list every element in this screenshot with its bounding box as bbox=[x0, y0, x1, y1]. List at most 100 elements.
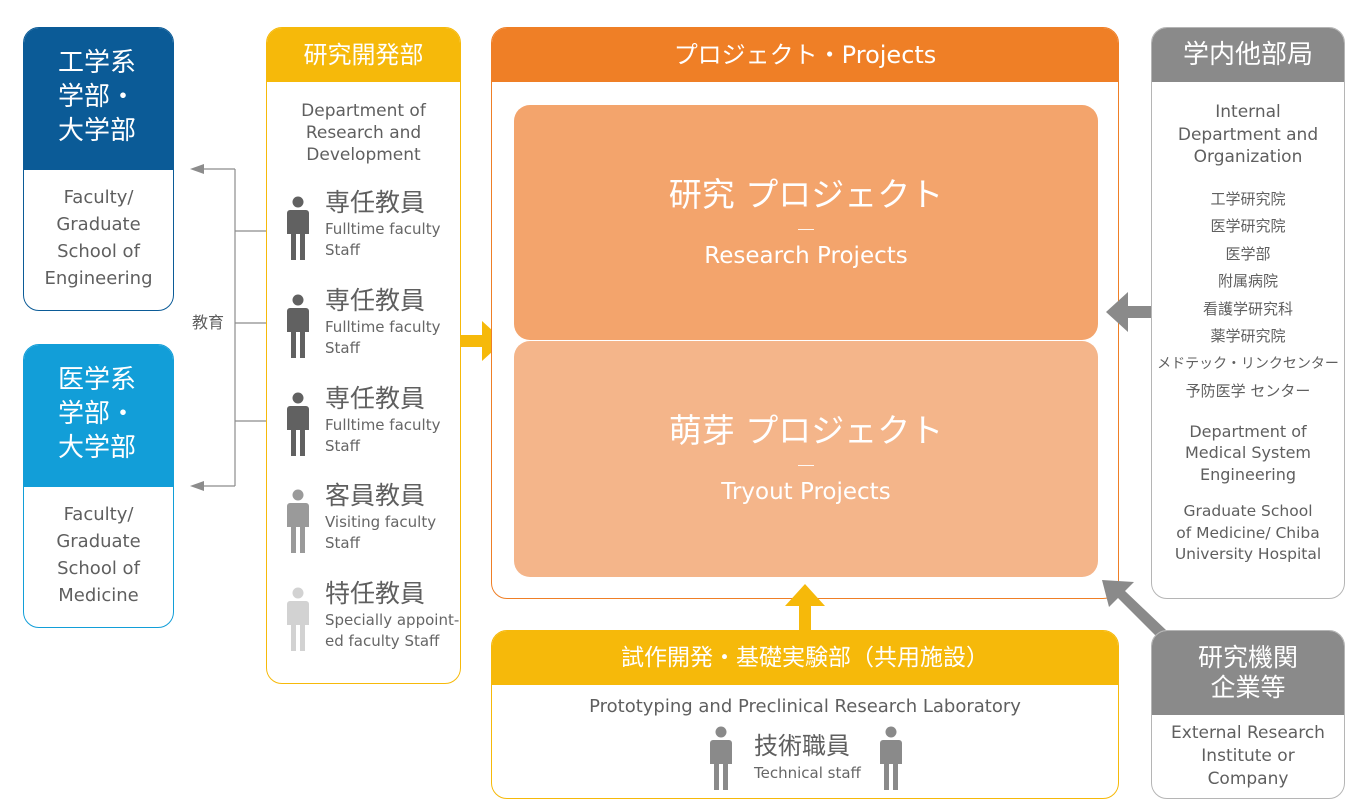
external-english-line: External Research bbox=[1171, 723, 1325, 743]
external-title: 研究機関 企業等 bbox=[1152, 631, 1344, 715]
staff-en: Fulltime faculty Staff bbox=[325, 416, 441, 455]
staff-en: Fulltime faculty Staff bbox=[325, 220, 441, 259]
person-icon bbox=[880, 726, 902, 790]
arrow-left-icon bbox=[1106, 292, 1152, 332]
medicine-english-line: Faculty/ bbox=[63, 504, 134, 525]
research-projects-box: 研究 プロジェクト Research Projects bbox=[514, 105, 1098, 340]
engineering-title-line: 大学部 bbox=[58, 116, 137, 146]
person-icon bbox=[287, 294, 309, 358]
staff-specially-appointed: 特任教員 Specially appoint- ed faculty Staff bbox=[287, 579, 460, 659]
staff-fulltime-1: 専任教員 Fulltime faculty Staff bbox=[287, 188, 460, 268]
staff-fulltime-3: 専任教員 Fulltime faculty Staff bbox=[287, 384, 460, 464]
list-item: 医学部 bbox=[1225, 244, 1271, 263]
education-label: 教育 bbox=[188, 311, 228, 335]
medicine-title-line: 医学系 bbox=[58, 365, 137, 395]
internal-english: Internal Department and Organization bbox=[1152, 82, 1344, 169]
medicine-english-line: Graduate bbox=[56, 531, 141, 552]
research-projects-en: Research Projects bbox=[704, 243, 908, 269]
tryout-projects-jp: 萌芽 プロジェクト bbox=[668, 411, 944, 450]
engineering-title-line: 学部・ bbox=[58, 82, 137, 112]
lab-title: 試作開発・基礎実験部（共用施設） bbox=[492, 631, 1118, 685]
staff-jp: 専任教員 bbox=[325, 286, 426, 315]
list-item: 看護学研究科 bbox=[1202, 299, 1293, 318]
engineering-header: 工学系 学部・ 大学部 bbox=[24, 28, 173, 170]
graduate-school-medicine: Graduate School of Medicine/ Chiba Unive… bbox=[1152, 485, 1344, 566]
divider bbox=[798, 465, 814, 466]
tryout-projects-en: Tryout Projects bbox=[721, 479, 891, 505]
arrow-left-icon bbox=[190, 164, 204, 174]
list-item: 予防医学 センター bbox=[1185, 382, 1311, 400]
staff-visiting: 客員教員 Visiting faculty Staff bbox=[287, 481, 460, 561]
person-icon bbox=[287, 489, 309, 553]
staff-fulltime-2: 専任教員 Fulltime faculty Staff bbox=[287, 286, 460, 366]
medicine-english: Faculty/ Graduate School of Medicine bbox=[24, 487, 173, 609]
staff-en: Visiting faculty Staff bbox=[325, 513, 437, 552]
research-projects-jp: 研究 プロジェクト bbox=[668, 175, 944, 214]
medicine-card: 医学系 学部・ 大学部 Faculty/ Graduate School of … bbox=[23, 344, 174, 628]
list-item: 薬学研究院 bbox=[1210, 327, 1286, 345]
external-english: External Research Institute or Company bbox=[1152, 715, 1344, 791]
staff-jp: 客員教員 bbox=[325, 481, 426, 510]
engineering-english-line: Graduate bbox=[56, 214, 141, 235]
lab-staff-jp: 技術職員 bbox=[754, 732, 850, 760]
lab-card: 試作開発・基礎実験部（共用施設） Prototyping and Preclin… bbox=[491, 630, 1119, 799]
arrow-left-icon bbox=[190, 481, 204, 491]
engineering-english-line: School of bbox=[57, 241, 140, 262]
list-item: 医学研究院 bbox=[1210, 217, 1286, 235]
medicine-english-line: School of bbox=[57, 558, 140, 579]
rnd-card: 研究開発部 Department of Research and Develop… bbox=[266, 27, 461, 684]
list-item: 工学研究院 bbox=[1210, 189, 1286, 208]
staff-en: Specially appoint- ed faculty Staff bbox=[325, 611, 460, 650]
external-title-line: 研究機関 bbox=[1197, 643, 1298, 672]
grad-line: of Medicine/ Chiba bbox=[1176, 523, 1320, 542]
engineering-english: Faculty/ Graduate School of Engineering bbox=[24, 170, 173, 292]
medsys-line: Department of bbox=[1189, 421, 1307, 441]
divider bbox=[798, 229, 814, 230]
medicine-title-line: 大学部 bbox=[58, 433, 137, 463]
list-item: メドテック・リンクセンター bbox=[1157, 355, 1339, 372]
staff-jp: 特任教員 bbox=[325, 579, 426, 608]
arrow-diagonal-icon bbox=[1102, 580, 1166, 638]
engineering-card: 工学系 学部・ 大学部 Faculty/ Graduate School of … bbox=[23, 27, 174, 311]
staff-jp: 専任教員 bbox=[325, 188, 426, 217]
medsys-line: Engineering bbox=[1200, 464, 1296, 484]
person-icon bbox=[710, 726, 732, 790]
internal-card: 学内他部局 Internal Department and Organizati… bbox=[1151, 27, 1345, 599]
education-connector bbox=[190, 164, 288, 491]
rnd-subtitle-line: Research and bbox=[305, 123, 422, 143]
staff-jp: 専任教員 bbox=[325, 384, 426, 413]
projects-title: プロジェクト・Projects bbox=[492, 28, 1118, 82]
external-card: 研究機関 企業等 External Research Institute or … bbox=[1151, 630, 1345, 799]
medical-system-engineering: Department of Medical System Engineering bbox=[1152, 406, 1344, 486]
medsys-line: Medical System bbox=[1184, 443, 1312, 462]
list-item: 附属病院 bbox=[1217, 272, 1278, 290]
rnd-title: 研究開発部 bbox=[267, 28, 460, 82]
rnd-subtitle-line: Development bbox=[306, 145, 421, 165]
projects-card: プロジェクト・Projects 研究 プロジェクト Research Proje… bbox=[491, 27, 1119, 599]
internal-english-line: Organization bbox=[1193, 147, 1303, 167]
lab-english: Prototyping and Preclinical Research Lab… bbox=[589, 696, 1021, 717]
external-title-line: 企業等 bbox=[1210, 673, 1286, 702]
rnd-subtitle: Department of Research and Development bbox=[267, 82, 460, 166]
internal-english-line: Internal bbox=[1215, 102, 1281, 122]
rnd-subtitle-line: Department of bbox=[301, 101, 426, 121]
medicine-title-line: 学部・ bbox=[58, 399, 137, 429]
grad-line: University Hospital bbox=[1174, 545, 1322, 563]
arrow-up-icon bbox=[785, 584, 825, 630]
person-icon bbox=[287, 392, 309, 456]
engineering-english-line: Engineering bbox=[44, 268, 153, 289]
engineering-english-line: Faculty/ bbox=[63, 187, 134, 208]
person-icon bbox=[287, 587, 309, 651]
internal-unit-list: 工学研究院 医学研究院 医学部 附属病院 看護学研究科 薬学研究院 メドテック・… bbox=[1152, 169, 1344, 406]
internal-english-line: Department and bbox=[1177, 124, 1319, 145]
engineering-title-line: 工学系 bbox=[58, 48, 137, 78]
person-icon bbox=[287, 196, 309, 260]
medicine-header: 医学系 学部・ 大学部 bbox=[24, 345, 173, 487]
external-english-line: Institute or bbox=[1201, 746, 1295, 766]
tryout-projects-box: 萌芽 プロジェクト Tryout Projects bbox=[514, 341, 1098, 577]
external-english-line: Company bbox=[1207, 769, 1289, 789]
lab-staff-en: Technical staff bbox=[754, 764, 861, 782]
staff-en: Fulltime faculty Staff bbox=[325, 318, 441, 357]
grad-line: Graduate School bbox=[1183, 502, 1313, 520]
internal-title: 学内他部局 bbox=[1152, 28, 1344, 82]
